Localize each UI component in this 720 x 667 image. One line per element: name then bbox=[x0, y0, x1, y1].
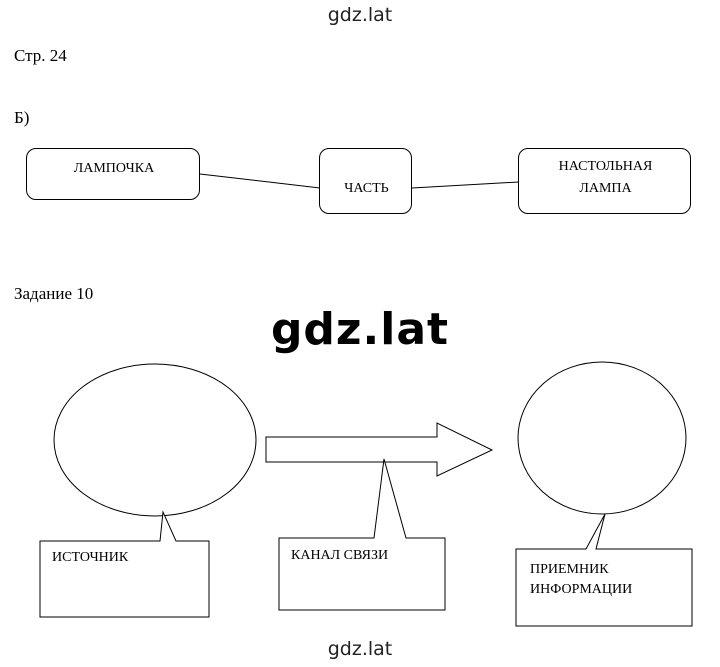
source-ellipse bbox=[53, 363, 257, 517]
channel-label: КАНАЛ СВЯЗИ bbox=[291, 548, 389, 563]
receiver-label-line2: ИНФОРМАЦИИ bbox=[530, 582, 633, 597]
receiver-ellipse bbox=[517, 361, 687, 515]
receiver-callout bbox=[515, 513, 693, 627]
box-chast-label: ЧАСТЬ bbox=[344, 181, 389, 196]
box-lampa-label-line1: НАСТОЛЬНАЯ bbox=[558, 159, 653, 174]
box-lampochka: ЛАМПОЧКА bbox=[26, 148, 200, 200]
receiver-label-line1: ПРИЕМНИК bbox=[530, 562, 609, 577]
watermark-bottom: gdz.lat bbox=[327, 638, 393, 660]
channel-arrow bbox=[265, 422, 494, 477]
channel-callout bbox=[278, 458, 446, 611]
box-nastolnaya-lampa: НАСТОЛЬНАЯ ЛАМПА bbox=[518, 148, 691, 214]
watermark-middle: gdz.lat bbox=[270, 304, 450, 355]
box-lampa-label-line2: ЛАМПА bbox=[579, 181, 632, 196]
connector-lampochka-chast bbox=[199, 173, 321, 189]
connector-chast-lampa bbox=[411, 181, 520, 189]
watermark-top: gdz.lat bbox=[327, 4, 393, 26]
page-label: Стр. 24 bbox=[14, 46, 67, 65]
box-lampochka-label: ЛАМПОЧКА bbox=[73, 161, 155, 176]
source-callout bbox=[39, 510, 210, 618]
section-b-label: Б) bbox=[14, 108, 30, 127]
source-label: ИСТОЧНИК bbox=[52, 550, 129, 565]
box-chast: ЧАСТЬ bbox=[319, 148, 412, 214]
task-label: Задание 10 bbox=[14, 284, 94, 303]
